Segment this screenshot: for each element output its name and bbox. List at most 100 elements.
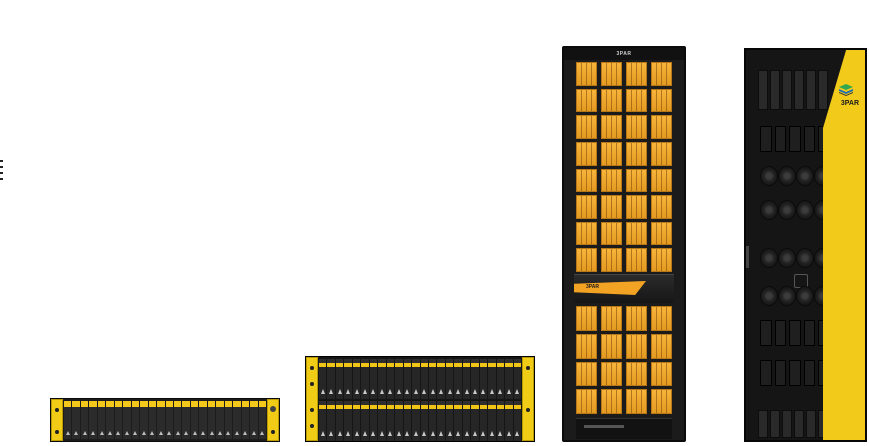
drive-bay bbox=[395, 359, 403, 399]
drive-bay bbox=[794, 410, 804, 438]
drive-bay bbox=[97, 401, 106, 439]
drive-bay bbox=[106, 401, 114, 439]
drive-magazine bbox=[601, 221, 622, 246]
rack-crown: 3PAR bbox=[564, 48, 684, 60]
panel-slot bbox=[774, 126, 787, 152]
drive-bay bbox=[173, 401, 182, 439]
drive-magazine bbox=[626, 115, 647, 139]
drive-magazine bbox=[576, 62, 597, 86]
drive-magazine bbox=[576, 115, 597, 139]
drive-bay bbox=[361, 359, 369, 399]
rack-base-panel bbox=[576, 418, 672, 439]
controller-node-panel: 3PAR bbox=[574, 274, 674, 303]
drive-magazine bbox=[601, 333, 622, 359]
fan-row bbox=[760, 286, 832, 306]
drive-bay bbox=[258, 401, 266, 439]
drive-magazine bbox=[626, 306, 647, 331]
drive-magazine bbox=[576, 141, 597, 166]
drive-bay bbox=[496, 359, 505, 399]
panel-slot bbox=[760, 360, 772, 386]
drive-bay bbox=[488, 401, 496, 441]
drive-bay bbox=[89, 401, 97, 439]
drive-bay bbox=[462, 359, 471, 399]
drive-magazine bbox=[576, 248, 597, 272]
panel-slots bbox=[760, 320, 830, 346]
drive-bay bbox=[352, 401, 361, 441]
drive-bay bbox=[505, 401, 513, 441]
panel-slot bbox=[774, 320, 787, 346]
fan-row bbox=[760, 200, 832, 220]
drive-bay bbox=[428, 359, 437, 399]
panel-slot bbox=[760, 320, 772, 346]
right-rack-ear bbox=[522, 357, 534, 441]
drive-magazine bbox=[576, 88, 597, 113]
drive-bay bbox=[123, 401, 131, 439]
drive-bay bbox=[224, 401, 233, 439]
drive-magazine bbox=[651, 62, 672, 86]
drive-bay bbox=[241, 401, 250, 439]
drive-magazine bbox=[626, 168, 647, 193]
drive-bay bbox=[488, 359, 496, 399]
drive-magazine bbox=[576, 361, 597, 387]
drive-bay bbox=[770, 70, 780, 110]
drive-magazine bbox=[626, 248, 647, 272]
drive-bay bbox=[395, 401, 403, 441]
drive-bay bbox=[352, 359, 361, 399]
drive-bay bbox=[513, 359, 521, 399]
panel-slot bbox=[803, 360, 816, 386]
drive-magazine bbox=[651, 333, 672, 359]
panel-slot bbox=[789, 360, 801, 386]
drive-bay bbox=[114, 401, 123, 439]
panel-slot bbox=[760, 126, 772, 152]
door-handle[interactable] bbox=[746, 246, 749, 268]
drive-bay bbox=[64, 401, 72, 439]
drive-bay bbox=[818, 70, 828, 110]
drive-magazine bbox=[651, 248, 672, 272]
drive-bay bbox=[462, 401, 471, 441]
panel-slot bbox=[803, 126, 816, 152]
panel-slot bbox=[789, 320, 801, 346]
drive-magazine bbox=[626, 389, 647, 414]
drive-magazine bbox=[601, 88, 622, 113]
drive-magazine bbox=[601, 306, 622, 331]
drive-bay bbox=[403, 401, 412, 441]
drive-bay bbox=[344, 401, 352, 441]
drive-magazine bbox=[626, 333, 647, 359]
upper-drive-magazines bbox=[576, 62, 672, 272]
drive-magazine bbox=[601, 62, 622, 86]
drive-bay bbox=[207, 401, 216, 439]
hp-logo-icon bbox=[270, 406, 276, 412]
drive-bay bbox=[131, 401, 140, 439]
3par-logo-icon bbox=[839, 84, 853, 96]
drive-bay bbox=[505, 359, 513, 399]
edge-mark bbox=[0, 160, 3, 184]
small-storage-array bbox=[50, 398, 280, 442]
drive-bay bbox=[412, 401, 420, 441]
fan-row bbox=[760, 166, 832, 186]
left-rack-ear bbox=[51, 399, 63, 441]
drive-bay bbox=[445, 401, 454, 441]
drive-bay bbox=[344, 359, 352, 399]
drive-bay bbox=[782, 410, 792, 438]
drive-bay bbox=[369, 401, 378, 441]
drive-bay bbox=[428, 401, 437, 441]
fan-row bbox=[760, 248, 832, 268]
brand-label: 3PAR bbox=[840, 100, 859, 107]
panel-slot bbox=[789, 126, 801, 152]
drive-bay bbox=[479, 359, 488, 399]
drive-magazine bbox=[576, 195, 597, 219]
drive-bay bbox=[471, 359, 479, 399]
drive-bay bbox=[412, 359, 420, 399]
drive-bay bbox=[782, 70, 792, 110]
drive-bay bbox=[140, 401, 148, 439]
drive-magazine bbox=[651, 115, 672, 139]
drive-bay bbox=[361, 401, 369, 441]
drive-bay bbox=[758, 410, 768, 438]
drive-magazine bbox=[601, 389, 622, 414]
drive-bay bbox=[72, 401, 80, 439]
drive-bay bbox=[794, 70, 804, 110]
drive-magazine bbox=[576, 168, 597, 193]
door-yellow-stripe bbox=[823, 50, 865, 440]
drive-bay bbox=[319, 401, 327, 441]
drive-bay bbox=[437, 359, 445, 399]
